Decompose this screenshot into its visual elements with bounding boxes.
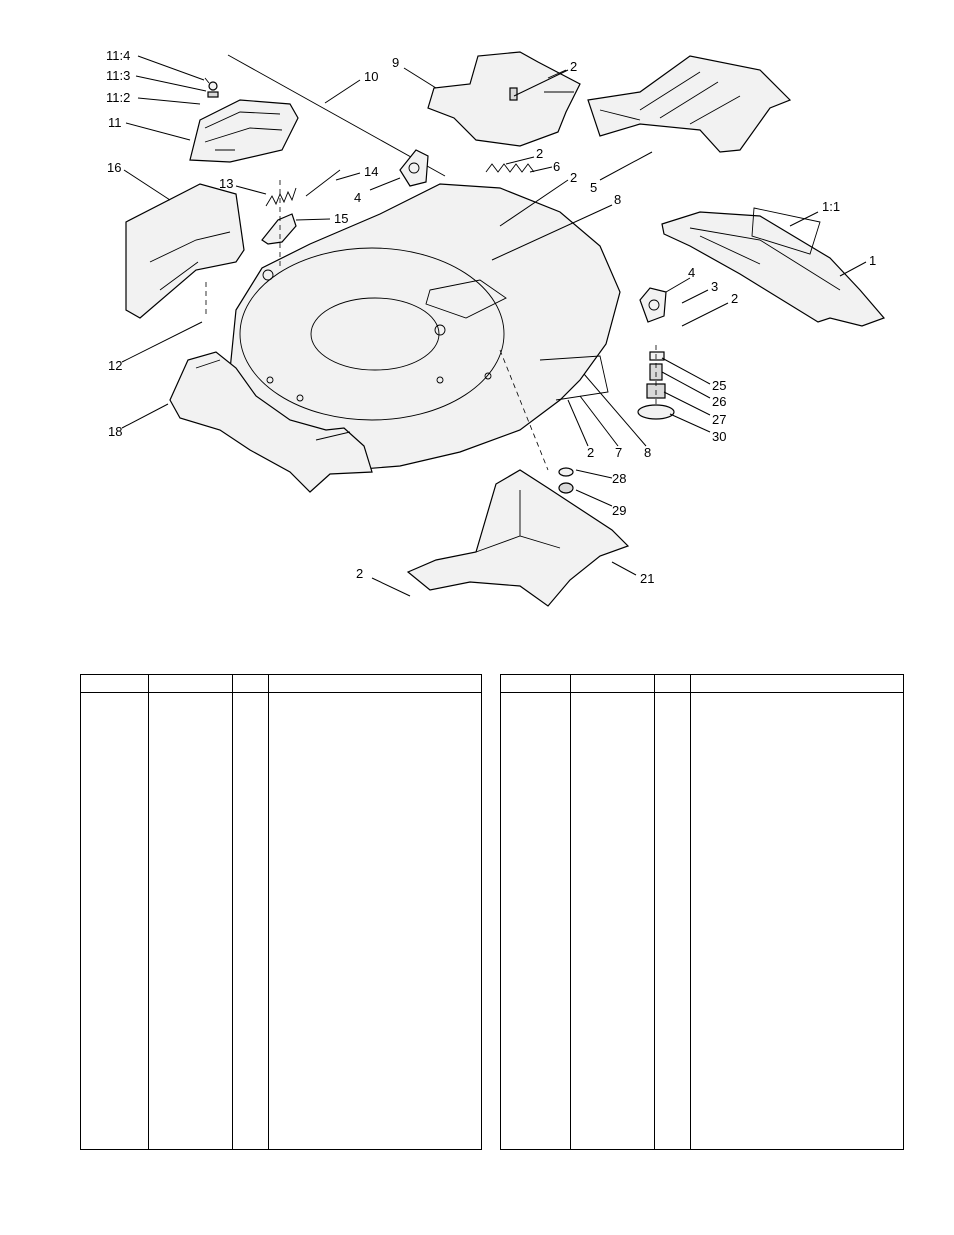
part-21-baffle	[406, 469, 630, 607]
callout-label: 12	[108, 358, 122, 373]
callout-label: 2	[570, 59, 577, 74]
callout-label: 18	[108, 424, 122, 439]
table-cell	[268, 692, 482, 1150]
callout-label: 25	[712, 378, 726, 393]
callout-label: 21	[640, 571, 654, 586]
callout-label: 2	[587, 445, 594, 460]
column-header	[690, 674, 904, 693]
table-row	[80, 692, 482, 1150]
table-cell	[690, 692, 904, 1150]
part-15-bracket	[261, 213, 297, 245]
callout-label: 2	[356, 566, 363, 581]
parts-table-left	[80, 674, 482, 1150]
column-header	[500, 674, 571, 693]
callout-labels: 11:4 11:3 11:2 11 10 9 2 2 6 2 5 16 13 1…	[106, 48, 876, 586]
table-row	[500, 692, 904, 1150]
callout-label: 4	[354, 190, 361, 205]
callout-label: 8	[644, 445, 651, 460]
column-header	[232, 674, 269, 693]
table-cell	[654, 692, 691, 1150]
table-header-row	[500, 674, 904, 693]
table-cell	[232, 692, 269, 1150]
table-cell	[80, 692, 149, 1150]
callout-label: 4	[688, 265, 695, 280]
callout-label: 16	[107, 160, 121, 175]
callout-label: 8	[614, 192, 621, 207]
callout-label: 11:3	[106, 68, 130, 83]
column-header	[80, 674, 149, 693]
callout-label: 5	[590, 180, 597, 195]
leader-lines	[121, 55, 867, 597]
part-6-spring	[485, 163, 535, 173]
callout-label: 3	[711, 279, 718, 294]
table-header-row	[80, 674, 482, 693]
callout-label: 6	[553, 159, 560, 174]
callout-label: 14	[364, 164, 378, 179]
callout-label: 2	[570, 170, 577, 185]
callout-label: 10	[364, 69, 378, 84]
table-cell	[148, 692, 233, 1150]
callout-label: 2	[731, 291, 738, 306]
part-5-deflector	[587, 55, 792, 153]
part-11-bracket-cover	[189, 77, 299, 163]
table-cell	[500, 692, 571, 1150]
callout-label: 2	[536, 146, 543, 161]
callout-label: 26	[712, 394, 726, 409]
parts-exploded-diagram: 11:4 11:3 11:2 11 10 9 2 2 6 2 5 16 13 1…	[106, 48, 886, 607]
callout-label: 1	[869, 253, 876, 268]
part-18-front-housing	[169, 351, 373, 493]
callout-label: 1:1	[822, 199, 840, 214]
part-28-29-washers	[558, 467, 574, 494]
callout-label: 27	[712, 412, 726, 427]
callout-label: 9	[392, 55, 399, 70]
column-header	[148, 674, 233, 693]
part-1-rear-flap	[661, 207, 886, 327]
parts-table-right	[500, 674, 904, 1150]
part-9-shield-plate	[427, 51, 581, 147]
part-13-spring	[265, 187, 297, 207]
callout-label: 7	[615, 445, 622, 460]
callout-label: 29	[612, 503, 626, 518]
part-14-pin	[305, 169, 341, 197]
part-4-bushing-right	[639, 287, 667, 323]
column-header	[268, 674, 482, 693]
column-header	[570, 674, 655, 693]
callout-label: 15	[334, 211, 348, 226]
callout-label: 11:4	[106, 48, 130, 63]
callout-label: 30	[712, 429, 726, 444]
column-header	[654, 674, 691, 693]
part-10-rod	[227, 54, 446, 177]
part-4-bushing	[399, 149, 429, 187]
table-cell	[570, 692, 655, 1150]
callout-label: 13	[219, 176, 233, 191]
callout-label: 28	[612, 471, 626, 486]
callout-label: 11	[108, 115, 122, 130]
callout-label: 11:2	[106, 90, 130, 105]
part-16-side-cover	[125, 183, 245, 319]
